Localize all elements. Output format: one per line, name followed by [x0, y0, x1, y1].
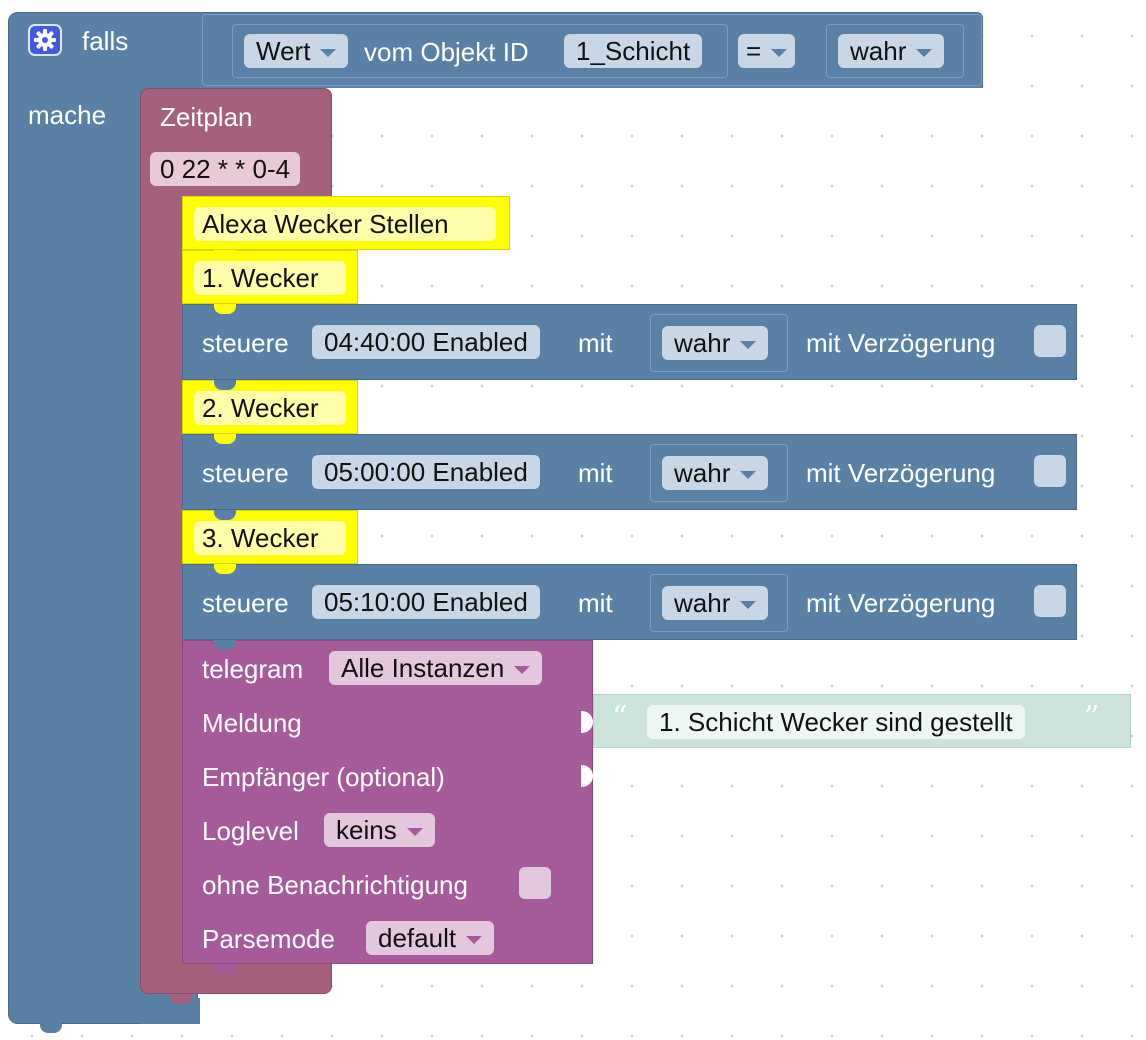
telegram-label: telegram [202, 654, 304, 684]
comment-title-notch [214, 250, 236, 260]
schedule-label: Zeitplan [160, 102, 253, 132]
control-3-label: steuere [202, 588, 289, 618]
comment-alarm3-field[interactable]: 3. Wecker [194, 521, 346, 555]
control-1-delay-label: mit Verzögerung [806, 328, 996, 358]
comment-alarm1-notch [214, 304, 236, 314]
telegram-parsemode-label: Parsemode [202, 924, 335, 954]
message-input-socket [581, 711, 593, 733]
control-2-delay-checkbox[interactable] [1034, 455, 1066, 487]
gear-icon[interactable] [28, 24, 62, 56]
control-1-delay-checkbox[interactable] [1034, 325, 1066, 357]
comment-alarm2-field[interactable]: 2. Wecker [194, 391, 346, 425]
if-keyword: falls [82, 26, 129, 56]
control-1-with-label: mit [578, 328, 613, 358]
telegram-bottom-notch [214, 964, 236, 974]
from-object-label: vom Objekt ID [364, 37, 529, 67]
comment-alarm2-notch [214, 434, 236, 444]
telegram-message-label: Meldung [202, 708, 302, 738]
control-2-target-field[interactable]: 05:00:00 Enabled [312, 455, 540, 489]
cron-field[interactable]: 0 22 * * 0-4 [150, 152, 301, 186]
telegram-silent-label: ohne Benachrichtigung [202, 870, 468, 900]
schedule-bottom-notch [170, 994, 192, 1004]
comment-title-field[interactable]: Alexa Wecker Stellen [194, 207, 496, 241]
do-keyword: mache [28, 100, 107, 130]
if-block-bottom-notch [40, 1023, 62, 1033]
control-1-notch [214, 380, 236, 390]
control-1-label: steuere [202, 328, 289, 358]
control-3-with-label: mit [578, 588, 613, 618]
recipient-input-socket[interactable] [581, 765, 593, 787]
open-quote-icon: “ [612, 700, 628, 735]
operator-dropdown[interactable]: = [738, 34, 796, 68]
telegram-parsemode-dropdown[interactable]: default [366, 921, 495, 955]
control-3-target-field[interactable]: 05:10:00 Enabled [312, 585, 540, 619]
control-3-delay-label: mit Verzögerung [806, 588, 996, 618]
control-3-delay-checkbox[interactable] [1034, 585, 1066, 617]
comment-alarm3-notch [214, 564, 236, 574]
control-2-delay-label: mit Verzögerung [806, 458, 996, 488]
telegram-block[interactable] [182, 640, 593, 964]
control-1-value-dropdown[interactable]: wahr [662, 326, 769, 360]
telegram-recipient-label: Empfänger (optional) [202, 762, 445, 792]
value-dropdown[interactable]: Wert [244, 34, 349, 68]
if-block-footer [140, 998, 200, 1024]
control-3-value-dropdown[interactable]: wahr [662, 586, 769, 620]
compare-value-dropdown[interactable]: wahr [838, 34, 945, 68]
control-2-notch [214, 510, 236, 520]
telegram-instance-dropdown[interactable]: Alle Instanzen [329, 651, 543, 685]
control-2-value-dropdown[interactable]: wahr [662, 456, 769, 490]
message-string-field[interactable]: 1. Schicht Wecker sind gestellt [647, 705, 1025, 739]
control-2-label: steuere [202, 458, 289, 488]
telegram-loglevel-label: Loglevel [202, 816, 299, 846]
close-quote-icon: ” [1084, 700, 1100, 735]
object-id-field[interactable]: 1_Schicht [564, 34, 703, 68]
control-3-notch [214, 640, 236, 650]
control-1-target-field[interactable]: 04:40:00 Enabled [312, 325, 540, 359]
control-2-with-label: mit [578, 458, 613, 488]
comment-alarm1-field[interactable]: 1. Wecker [194, 261, 346, 295]
telegram-silent-checkbox[interactable] [519, 867, 551, 899]
telegram-loglevel-dropdown[interactable]: keins [324, 813, 435, 847]
